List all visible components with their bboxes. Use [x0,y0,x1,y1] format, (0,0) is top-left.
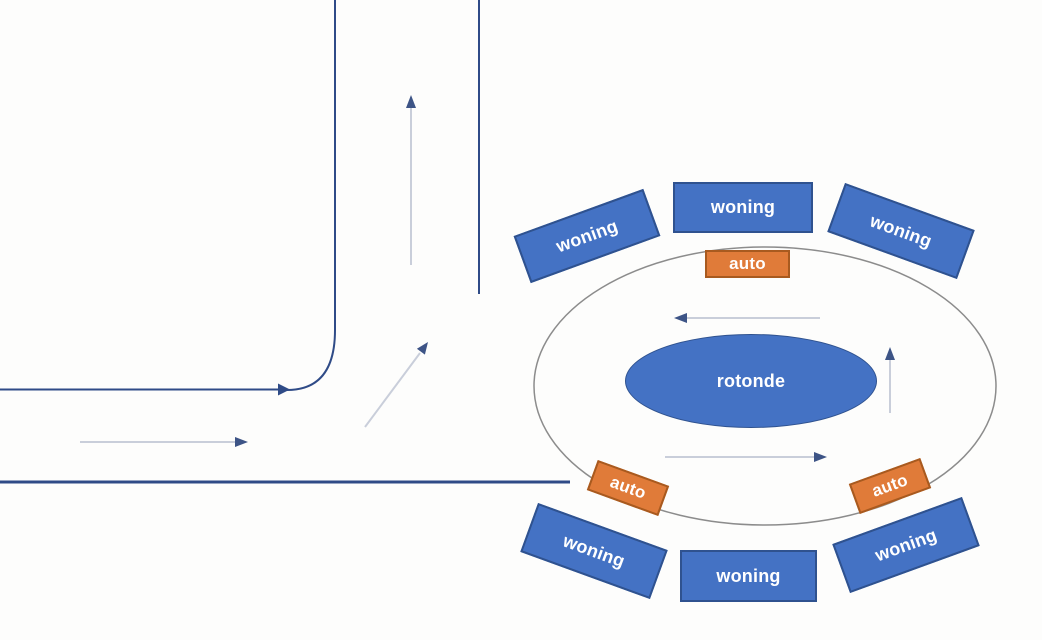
road-horizontal-top-edge-arrowhead [278,383,290,396]
car-box-top: auto [705,250,790,278]
road-vertical-left-edge [286,0,336,391]
house-label: woning [716,565,781,586]
house-box-top-center: woning [673,182,813,233]
roundabout-island: rotonde [625,334,877,428]
roundabout-label: rotonde [716,370,786,391]
ring-arrow-up [885,347,895,413]
ring-arrow-right [665,452,827,462]
entry-arrow-diagonal [364,342,428,428]
house-label: woning [553,215,621,256]
car-label: auto [729,254,766,273]
house-label: woning [867,210,935,251]
house-label: woning [560,530,628,571]
road-arrow-up [406,95,416,265]
car-label: auto [869,470,911,501]
house-label: woning [710,197,776,217]
roundabout-ring [533,246,997,526]
entry-arrow-right [80,437,248,447]
house-box-bottom-center: woning [680,550,817,602]
car-label: auto [607,472,649,503]
house-label: woning [872,524,940,565]
ring-arrow-left [674,313,820,323]
